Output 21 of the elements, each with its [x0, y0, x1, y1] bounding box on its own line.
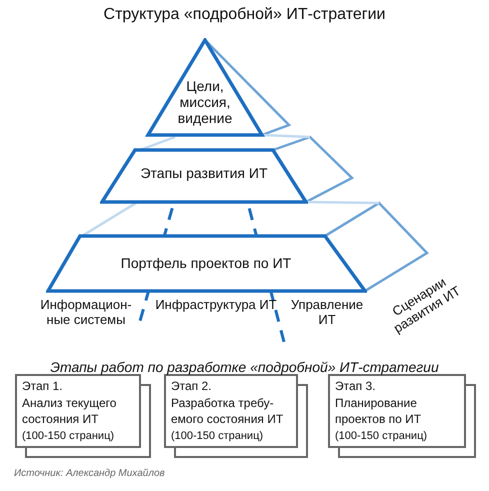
segment-label: Информацион- ные системы — [39, 297, 133, 327]
diagram-title: Структура «подробной» ИТ-стратегии — [102, 6, 386, 24]
tier-label: Этапы развития ИТ — [139, 165, 269, 181]
stage-number: Этап 3. — [335, 378, 376, 394]
tier-label: Портфель проектов по ИТ — [120, 255, 292, 271]
section-heading: Этапы работ по разработке «подробной» ИТ-стратегии — [49, 360, 440, 375]
stage-card — [164, 374, 298, 448]
stage-title: Планирование проектов по ИТ — [335, 394, 422, 428]
stage-number: Этап 2. — [171, 378, 212, 394]
stage-card — [15, 374, 141, 448]
stage-title: Анализ текущего состояния ИТ — [22, 394, 118, 428]
page-count: (100-150 страниц) — [171, 428, 264, 444]
stage-title: Разработка требу- емого состояния ИТ — [171, 394, 284, 428]
segment-label: Инфраструктура ИТ — [154, 297, 278, 312]
page-count: (100-150 страниц) — [335, 428, 428, 444]
stage-card — [328, 374, 466, 448]
source-note: Источник: Александр Михайлов — [14, 468, 165, 479]
tier-label: Цели, миссия, видение — [176, 78, 234, 126]
segment-label: Управление ИТ — [290, 297, 364, 327]
page-count: (100-150 страниц) — [22, 428, 116, 444]
stage-number: Этап 1. — [22, 378, 64, 394]
